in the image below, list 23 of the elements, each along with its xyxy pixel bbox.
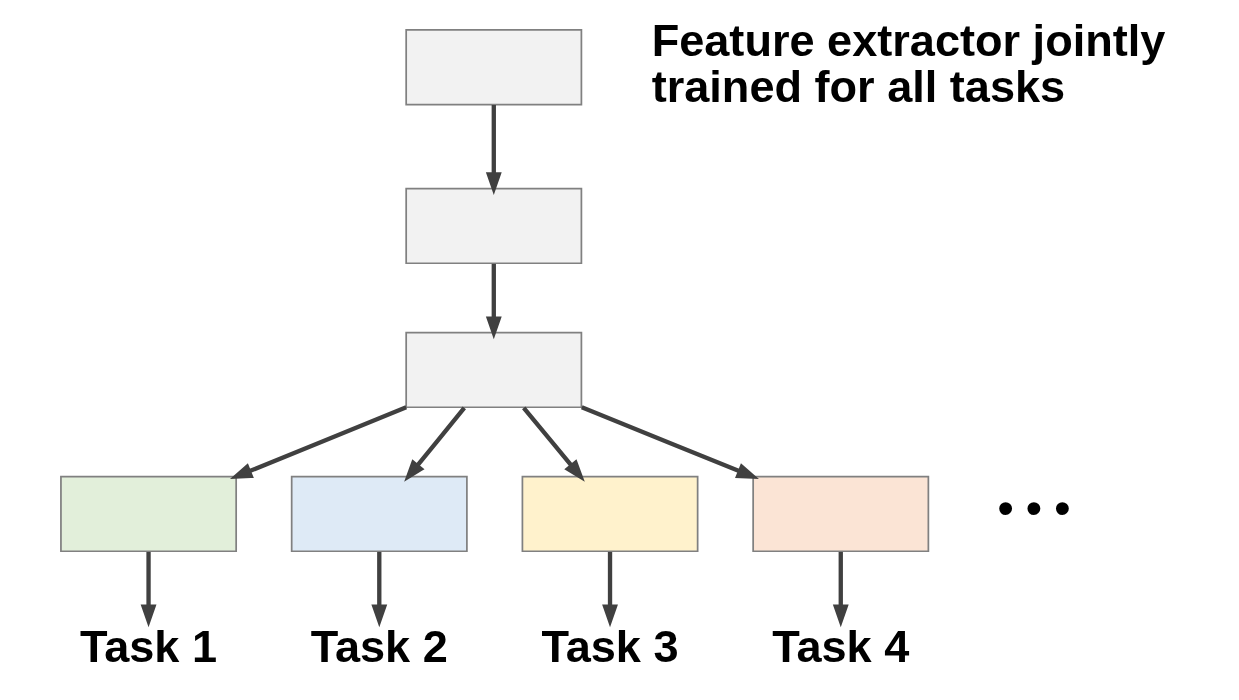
label: Feature extractor jointly trained for all tasks bbox=[651, 15, 1165, 112]
node-box bbox=[404, 331, 582, 409]
arrow bbox=[403, 406, 466, 482]
node-box bbox=[751, 475, 929, 553]
arrow bbox=[140, 551, 156, 628]
arrow bbox=[832, 551, 849, 628]
node-box bbox=[59, 475, 237, 553]
arrow bbox=[485, 263, 502, 340]
node-box bbox=[521, 475, 698, 553]
arrow bbox=[229, 405, 407, 480]
node-text: Task 2 bbox=[310, 620, 448, 672]
arrow bbox=[485, 104, 502, 195]
node-text: Task 1 bbox=[79, 620, 217, 672]
arrow bbox=[601, 551, 618, 628]
arrow bbox=[521, 406, 585, 482]
node-text: Task 3 bbox=[541, 620, 679, 672]
label: • • • bbox=[997, 482, 1070, 534]
node-box bbox=[404, 187, 582, 265]
node-box bbox=[290, 475, 468, 553]
node-text: Task 4 bbox=[771, 620, 909, 672]
arrow bbox=[370, 551, 387, 628]
arrow bbox=[580, 405, 759, 480]
node-box bbox=[404, 29, 582, 106]
